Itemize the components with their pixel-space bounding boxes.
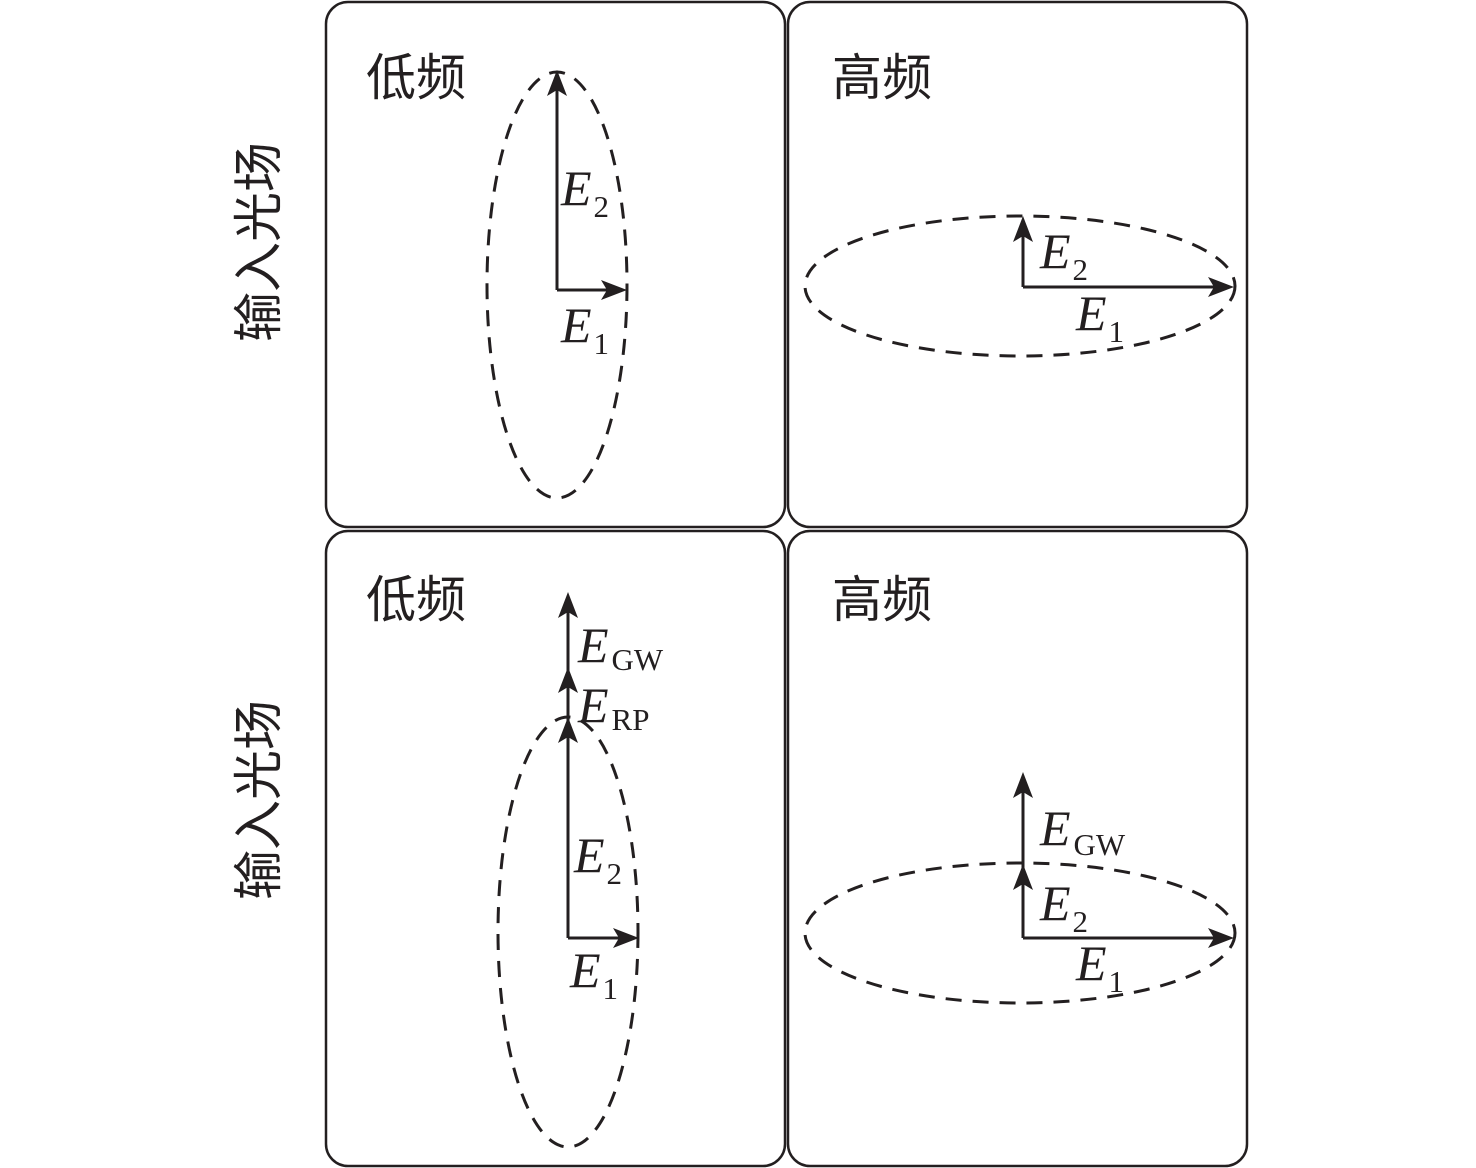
panel-frame [786, 0, 1249, 529]
panel-frame [786, 529, 1249, 1168]
panel-title: 低频 [366, 49, 466, 107]
panel-title: 高频 [832, 571, 932, 629]
label-e1: E1 [569, 942, 618, 1006]
label-e2: E2 [1039, 223, 1088, 287]
label-e2: E2 [1039, 875, 1088, 939]
label-erp: ERP [577, 677, 649, 737]
arrowhead-icon [1013, 216, 1033, 242]
row-label-top: 输入光场 [230, 142, 288, 342]
panel-top-right: 高频 E2 E1 [786, 0, 1249, 529]
polarization-ellipse [803, 861, 1237, 1005]
vector-e2 [547, 70, 567, 290]
arrowhead-icon [547, 70, 567, 96]
panel-frame [324, 0, 787, 529]
panel-top-left: 低频 E2 E1 [324, 0, 787, 529]
label-e1: E1 [1075, 285, 1124, 349]
arrowhead-icon [558, 592, 578, 618]
arrowhead-icon [1013, 772, 1033, 798]
row-label-bottom: 输入光场 [230, 700, 288, 900]
vector-e1 [568, 928, 639, 948]
label-e1: E1 [560, 297, 609, 361]
label-egw: EGW [577, 617, 664, 677]
arrowhead-icon [1013, 864, 1033, 890]
arrowhead-icon [558, 667, 578, 693]
vector-e2 [1013, 216, 1033, 287]
panel-frame [324, 529, 787, 1168]
panel-title: 低频 [366, 571, 466, 629]
label-e2: E2 [573, 827, 622, 891]
arrowhead-icon [1208, 928, 1234, 948]
arrowhead-icon [601, 280, 627, 300]
polarization-ellipse [803, 214, 1237, 358]
panel-bottom-left: 低频 EGW ERP E2 E1 [324, 529, 787, 1168]
arrowhead-icon [1208, 277, 1234, 297]
vector-e1 [557, 280, 627, 300]
arrowhead-icon [613, 928, 639, 948]
vector-e1 [1023, 928, 1234, 948]
label-e2: E2 [560, 160, 609, 224]
arrowhead-icon [558, 717, 578, 743]
label-egw: EGW [1039, 800, 1126, 862]
panel-title: 高频 [832, 49, 932, 107]
label-e1: E1 [1075, 935, 1124, 999]
panel-bottom-right: 高频 EGW E2 E1 [786, 529, 1249, 1168]
vector-e1 [1023, 277, 1234, 297]
